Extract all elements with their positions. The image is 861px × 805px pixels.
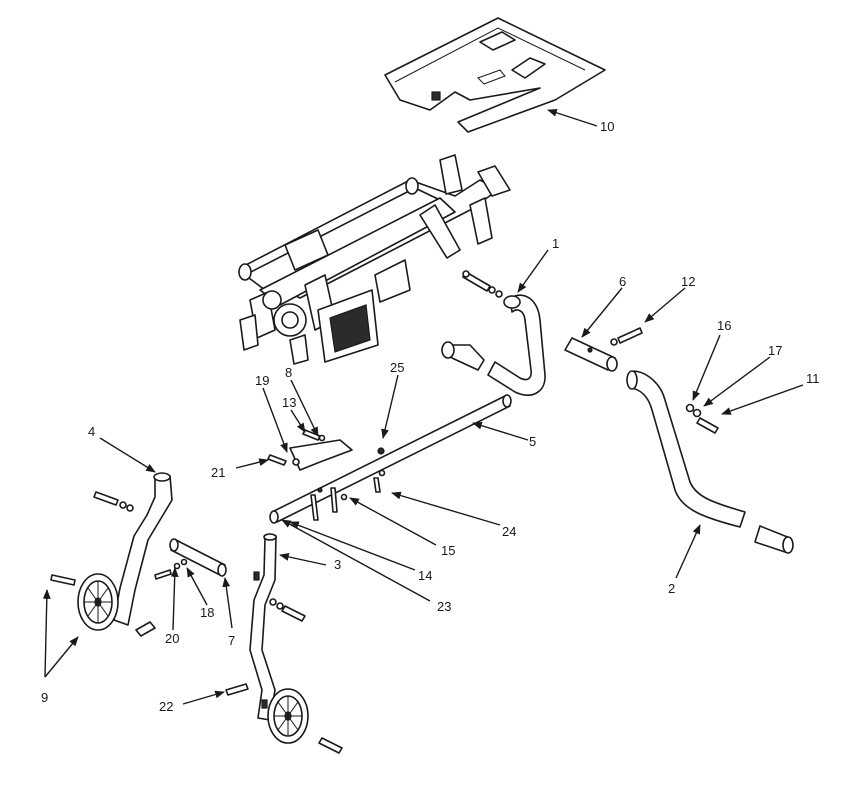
left-axle-hardware (50, 491, 156, 637)
callout-13: 13 (282, 395, 296, 410)
bolt-washers-upper (462, 270, 503, 298)
u-handle (441, 294, 546, 396)
callout-2: 2 (668, 581, 675, 596)
callout-12: 12 (681, 274, 695, 289)
callout-25: 25 (390, 360, 404, 375)
callout-15: 15 (441, 543, 455, 558)
callout-3: 3 (334, 557, 341, 572)
washers-bolt-11 (685, 403, 719, 434)
callout-labels: 1 2 3 4 5 6 7 8 9 10 11 12 13 14 15 16 1… (41, 119, 820, 714)
callout-23: 23 (437, 599, 451, 614)
callout-9: 9 (41, 690, 48, 705)
left-wheel (77, 573, 119, 631)
right-leg-hardware (225, 598, 343, 754)
callout-8: 8 (285, 365, 292, 380)
callout-14: 14 (418, 568, 432, 583)
callout-17: 17 (768, 343, 782, 358)
callout-10: 10 (600, 119, 614, 134)
left-leg (113, 472, 173, 626)
callout-4: 4 (88, 424, 95, 439)
tube-7 (154, 538, 227, 580)
callout-16: 16 (717, 318, 731, 333)
bolt-12 (610, 327, 643, 346)
callout-11: 11 (806, 371, 820, 386)
callout-22: 22 (159, 699, 173, 714)
right-wheel (267, 688, 309, 744)
callout-7: 7 (228, 633, 235, 648)
callout-20: 20 (165, 631, 179, 646)
right-leg (249, 533, 277, 721)
callout-5: 5 (529, 434, 536, 449)
tray-plate (384, 17, 606, 133)
callout-21: 21 (211, 465, 225, 480)
log-splitter-body (238, 154, 511, 365)
leader-lines (42, 109, 804, 705)
callout-1: 1 (552, 236, 559, 251)
short-tube (564, 337, 618, 372)
callout-18: 18 (200, 605, 214, 620)
leg-tube (626, 370, 794, 554)
bracket-plate (289, 439, 353, 471)
callout-19: 19 (255, 373, 269, 388)
callout-6: 6 (619, 274, 626, 289)
callout-24: 24 (502, 524, 516, 539)
